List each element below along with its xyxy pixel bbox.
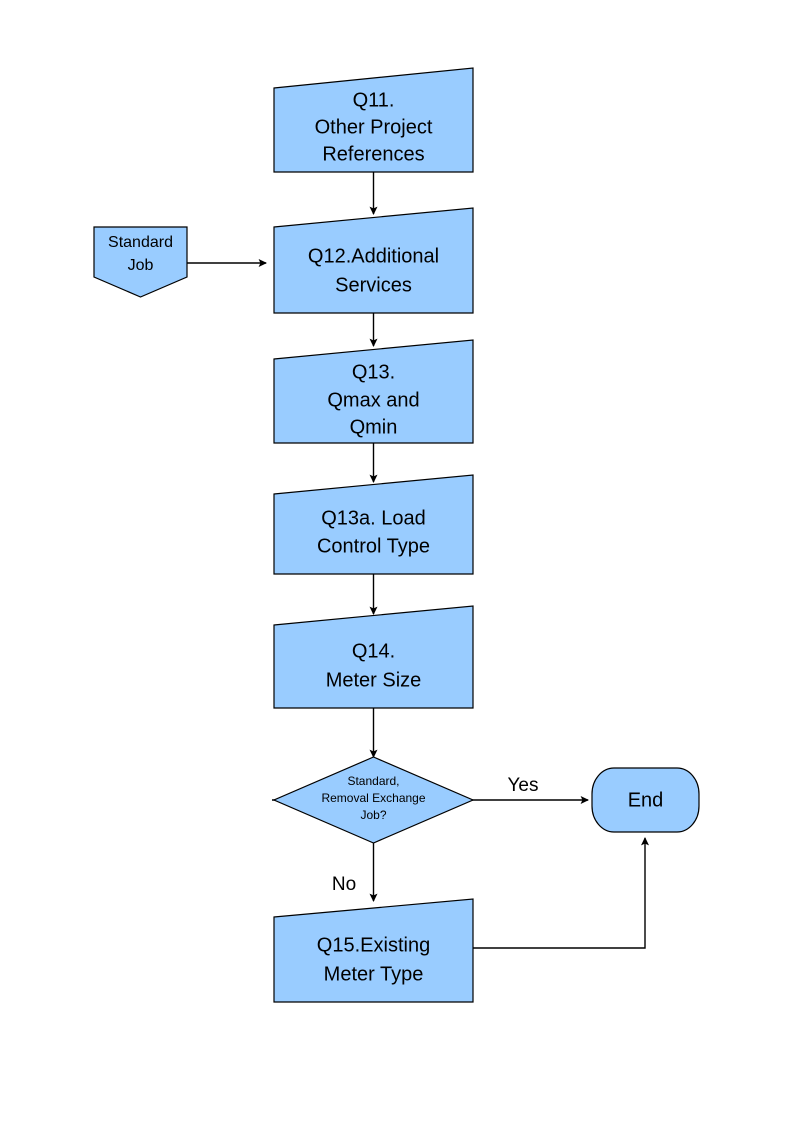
node-q11-line3: References [322,143,424,165]
node-q15[interactable]: Q15.Existing Meter Type [273,898,474,1003]
edge-label-yes: Yes [508,775,539,796]
node-q14-shape [273,605,474,709]
node-standard-job-line1: Standard [108,234,173,251]
node-standard-job-line2: Job [128,257,154,274]
edge-q15-to-end [473,837,650,949]
node-q14-line1: Q14. [352,640,395,662]
node-q13a-line2: Control Type [317,535,430,557]
node-q13-line2: Qmax and [327,389,419,411]
node-q14[interactable]: Q14. Meter Size [273,605,474,709]
node-q13a-line1: Q13a. Load [321,507,426,529]
node-q13-line3: Qmin [350,416,398,438]
node-q13a-shape [273,474,474,575]
edge-label-no: No [332,874,356,895]
node-decision-line2: Removal Exchange [321,791,425,805]
node-q11-line1: Q11. [353,89,395,111]
node-q13a[interactable]: Q13a. Load Control Type [273,474,474,575]
node-decision[interactable]: Standard, Removal Exchange Job? [272,756,475,844]
node-q15-line1: Q15.Existing [317,934,430,956]
node-q11-line2: Other Project [315,116,433,138]
node-q13[interactable]: Q13. Qmax and Qmin [273,339,474,444]
node-decision-line3: Job? [360,808,386,822]
node-q11[interactable]: Q11. Other Project References [273,67,474,173]
node-end-label: End [628,789,664,811]
node-q11-shape [273,67,474,173]
edge-labels-layer: Yes No [332,775,539,895]
node-standard-job-shape [93,226,188,298]
node-decision-line1: Standard, [347,774,399,788]
node-standard-job[interactable]: Standard Job [93,226,188,298]
node-q13-line1: Q13. [352,361,395,383]
node-q12-line1: Q12.Additional [308,245,439,267]
node-q13-shape [273,339,474,444]
node-q12-line2: Services [335,274,412,296]
node-decision-shape [272,756,475,844]
node-q12-shape [273,207,474,314]
node-end[interactable]: End [591,767,700,833]
node-end-shape [591,767,700,833]
node-q15-line2: Meter Type [324,963,424,985]
node-q12[interactable]: Q12.Additional Services [273,207,474,314]
node-q15-shape [273,898,474,1003]
node-q14-line2: Meter Size [326,669,422,691]
